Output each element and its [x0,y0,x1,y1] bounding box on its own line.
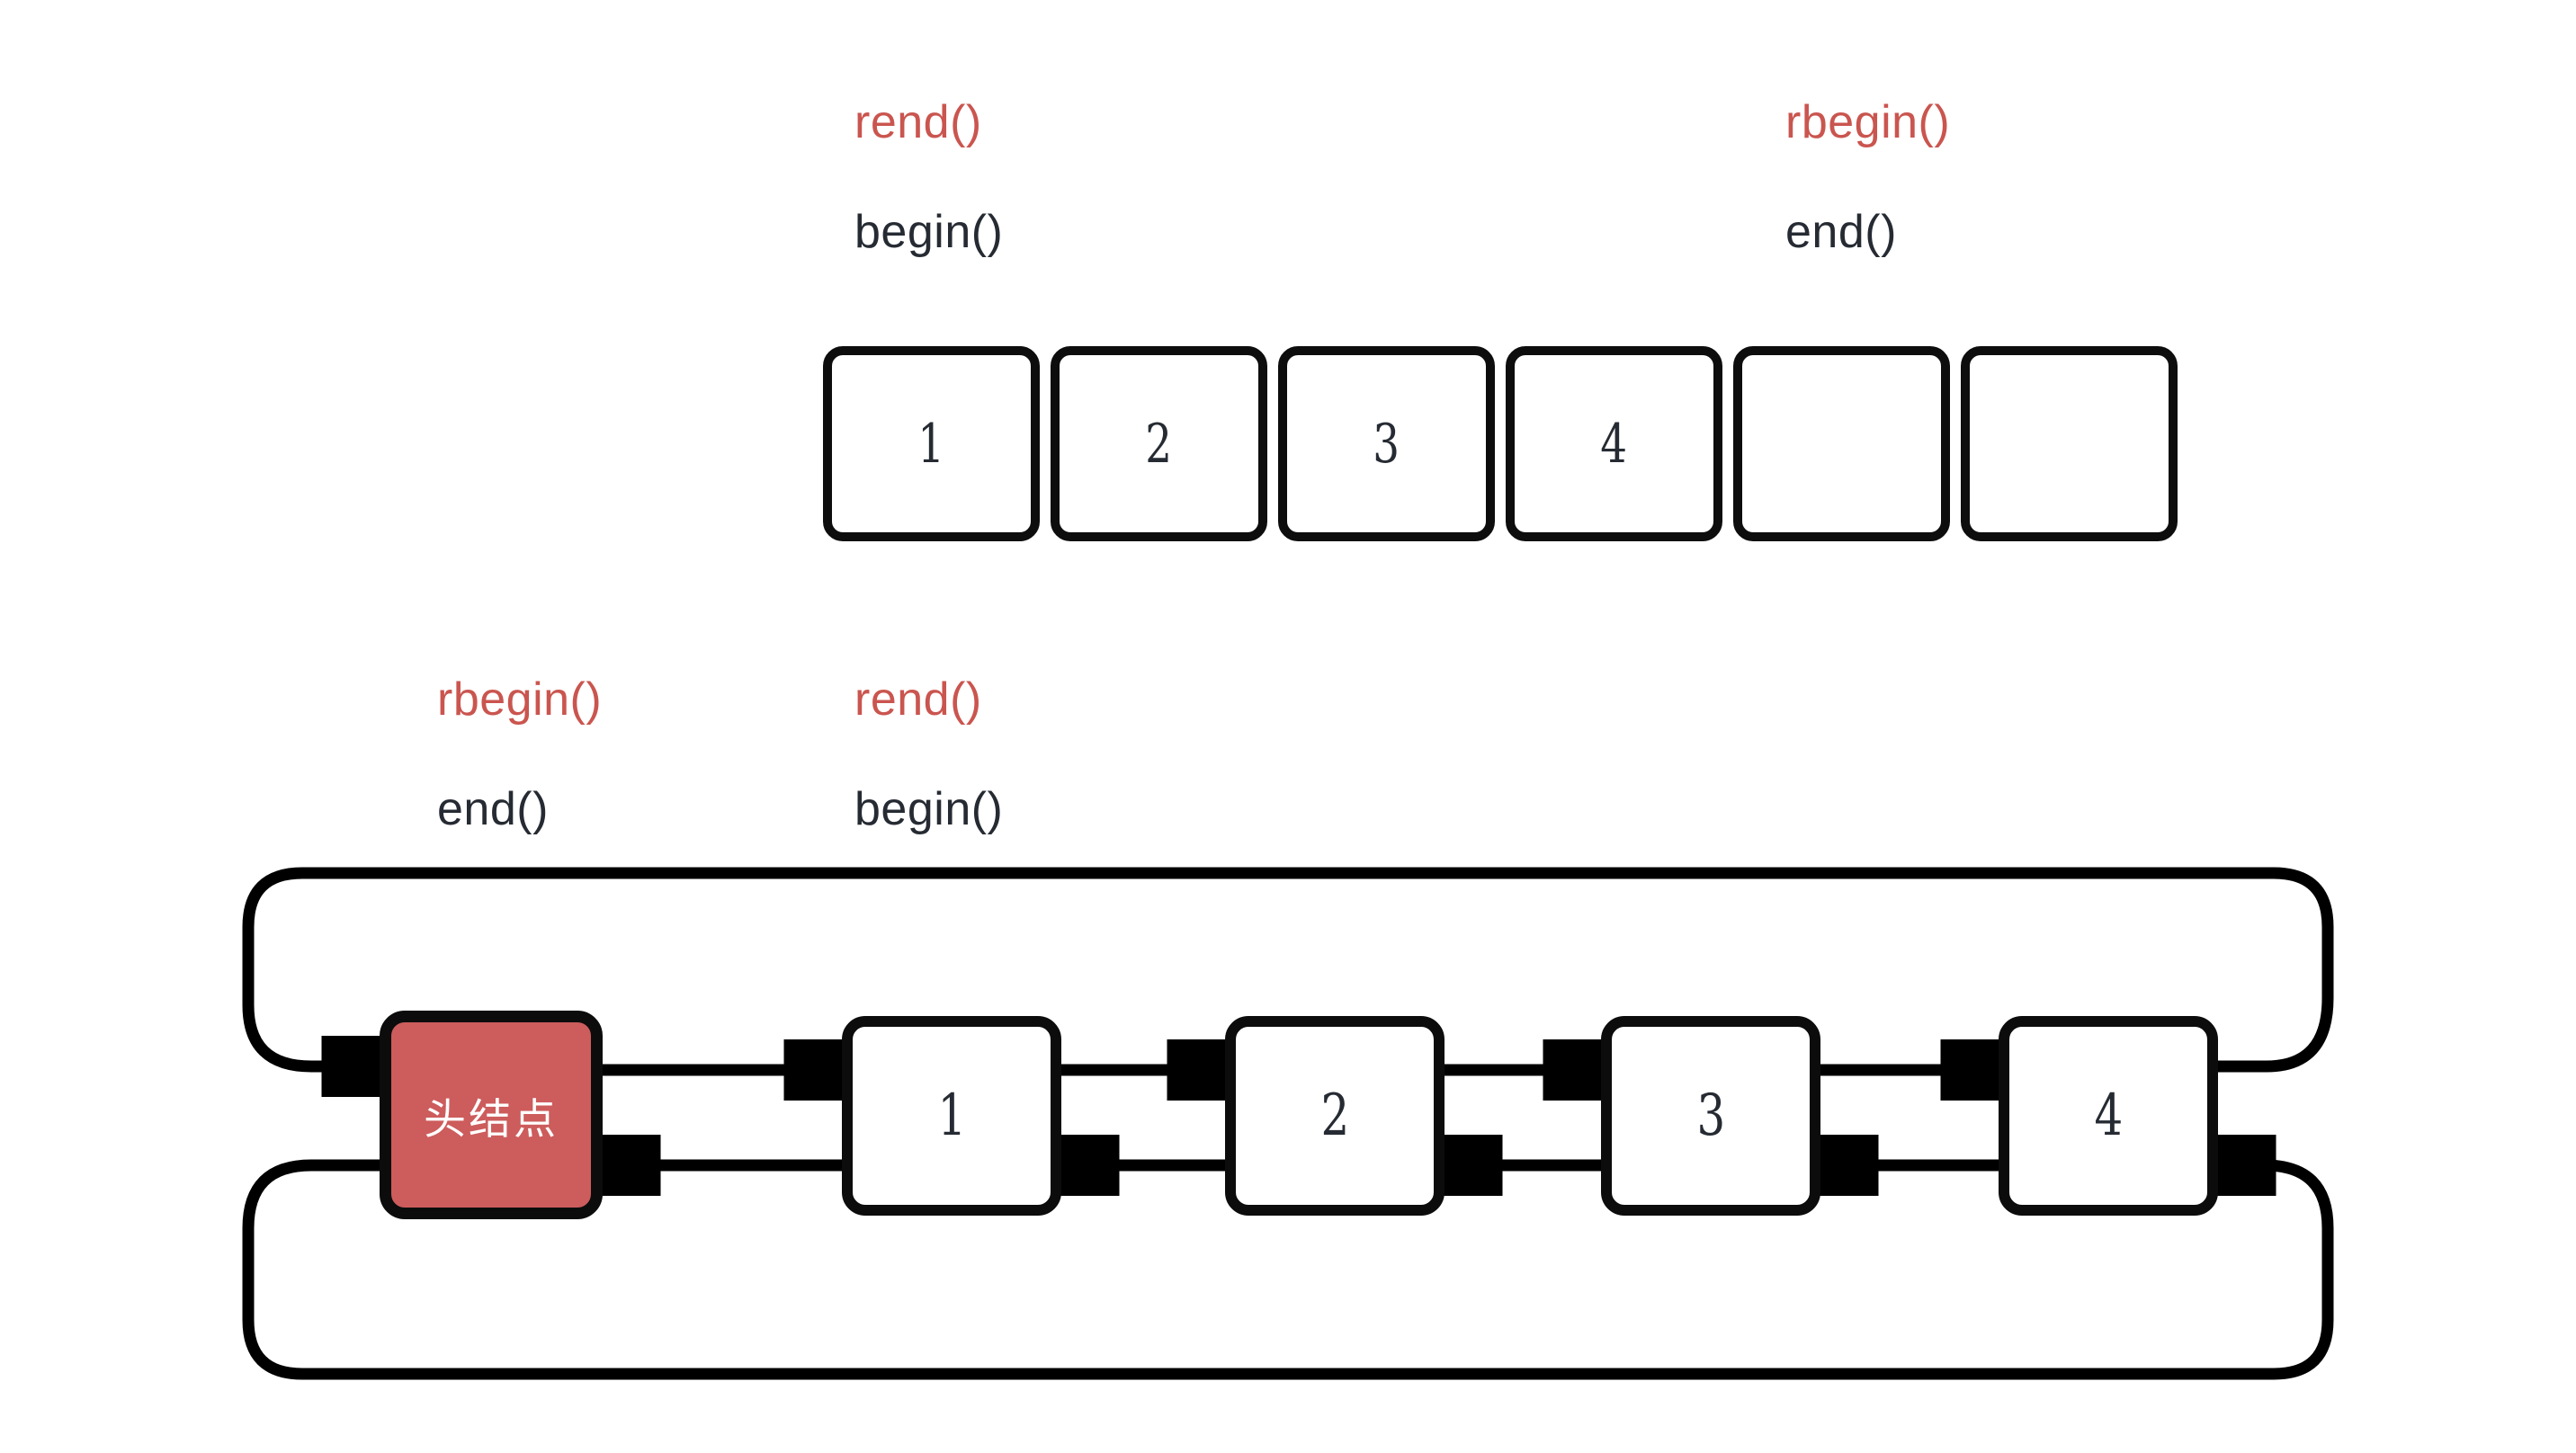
array-cell-value: 1 [917,412,945,476]
list-label-begin: begin() [854,783,1004,835]
array-cell-value: 4 [1600,412,1628,476]
array-cell: 2 [1051,346,1267,541]
array-label-end: end() [1785,206,1897,258]
list-label-rbegin: rbegin() [437,673,603,726]
array-cell: 3 [1278,346,1495,541]
array-label-rend: rend() [854,96,982,148]
list-node: 2 [1225,1016,1445,1216]
array-label-rbegin: rbegin() [1785,96,1951,148]
list-node-value: 3 [1696,1083,1725,1149]
list-node-value: 4 [2094,1083,2123,1149]
head-node: 头结点 [380,1011,603,1219]
list-node: 1 [842,1016,1061,1216]
list-label-rend: rend() [854,673,982,726]
array-cell-value: 3 [1373,412,1400,476]
array-cell [1961,346,2178,541]
array-cell: 4 [1506,346,1722,541]
list-node: 3 [1601,1016,1820,1216]
list-node: 4 [1999,1016,2218,1216]
list-label-end: end() [437,783,549,835]
head-node-label: 头结点 [424,1094,559,1143]
array-cell [1733,346,1950,541]
list-node-value: 2 [1320,1083,1349,1149]
array-label-begin: begin() [854,206,1004,258]
list-node-value: 1 [937,1083,966,1149]
array-cell: 1 [823,346,1040,541]
array-cell-value: 2 [1145,412,1173,476]
